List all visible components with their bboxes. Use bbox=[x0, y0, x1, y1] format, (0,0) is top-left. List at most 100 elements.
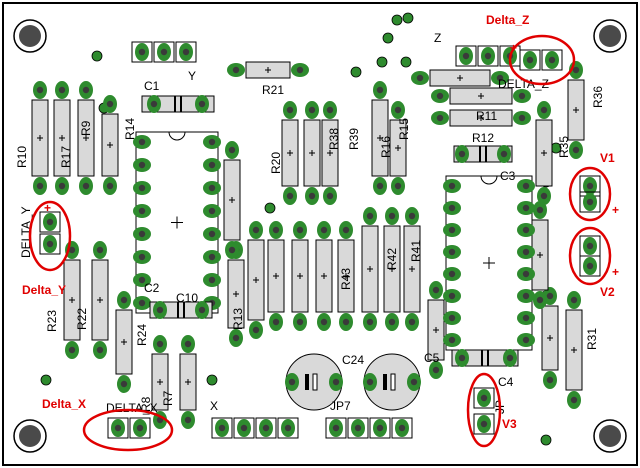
resistor-r19a bbox=[247, 221, 265, 339]
header-delta-x bbox=[107, 417, 151, 439]
label-r42: R42 bbox=[385, 248, 399, 270]
label-jp7: JP7 bbox=[330, 399, 351, 413]
mounting-hole-top-left bbox=[13, 19, 47, 53]
annotation-plus-delta-z: + bbox=[510, 41, 517, 55]
label-c5: C5 bbox=[424, 351, 440, 365]
capacitor-c5 bbox=[451, 349, 519, 367]
resistor-r20 bbox=[281, 101, 299, 205]
label-r11: R11 bbox=[476, 109, 497, 123]
header-delta-y bbox=[39, 211, 61, 255]
capacitor-c1 bbox=[141, 95, 215, 113]
label-z: Z bbox=[434, 31, 441, 45]
annotation-plus-v2: + bbox=[612, 265, 619, 279]
resistor-r40 bbox=[403, 207, 421, 331]
label-r13: R13 bbox=[231, 308, 245, 330]
capacitor-c2 bbox=[149, 301, 213, 319]
mounting-hole-top-right bbox=[593, 19, 627, 53]
resistor-r8 bbox=[151, 335, 169, 429]
resistor-r39 bbox=[321, 101, 339, 205]
mounting-hole-bottom-right bbox=[593, 419, 627, 453]
annotation-plus-delta-y: + bbox=[44, 201, 51, 215]
resistor-r45 bbox=[291, 221, 309, 331]
annotation-v3: V3 bbox=[502, 417, 517, 431]
label-c4: C4 bbox=[498, 375, 514, 389]
label-r38: R38 bbox=[327, 128, 341, 150]
annotation-v2: V2 bbox=[600, 285, 615, 299]
resistor-r24 bbox=[115, 291, 133, 393]
resistor-r16 bbox=[371, 81, 389, 195]
label-r15: R15 bbox=[397, 118, 411, 140]
resistor-r43 bbox=[337, 221, 355, 331]
label-c3: C3 bbox=[500, 169, 516, 183]
annotation-delta-y: Delta_Y bbox=[22, 283, 66, 297]
label-r9: R9 bbox=[79, 120, 93, 136]
highlight-delta-z bbox=[508, 34, 576, 86]
resistor-r14 bbox=[101, 95, 119, 195]
label-r23: R23 bbox=[45, 310, 59, 332]
header-v1 bbox=[579, 175, 601, 213]
label-r24: R24 bbox=[135, 324, 149, 346]
highlight-v1 bbox=[568, 166, 612, 222]
label-r22: R22 bbox=[75, 308, 89, 330]
resistor-r10 bbox=[31, 81, 49, 195]
resistor-r23 bbox=[63, 241, 81, 359]
label-x: X bbox=[210, 399, 218, 413]
resistor-r9 bbox=[77, 81, 95, 195]
mounting-hole-bottom-left bbox=[13, 419, 47, 453]
resistor-r11b bbox=[411, 69, 509, 87]
header-delta-z bbox=[519, 49, 563, 71]
annotation-delta-z: Delta_Z bbox=[486, 13, 529, 27]
capacitor-c24-left bbox=[285, 353, 343, 411]
highlight-v3 bbox=[466, 372, 502, 448]
label-r16: R16 bbox=[379, 136, 393, 158]
label-c2: C2 bbox=[144, 281, 160, 295]
capacitor-c3 bbox=[453, 145, 513, 163]
label-y: Y bbox=[188, 69, 196, 83]
resistor-r42 bbox=[361, 207, 379, 331]
resistor-r21 bbox=[227, 61, 309, 79]
label-r31: R31 bbox=[585, 328, 599, 350]
header-v2 bbox=[579, 235, 601, 277]
resistor-r17 bbox=[53, 81, 71, 195]
resistor-r41 bbox=[383, 207, 401, 331]
label-r39: R39 bbox=[347, 128, 361, 150]
label-r21: R21 bbox=[262, 83, 284, 97]
resistor-r44 bbox=[267, 221, 285, 331]
label-r8: R8 bbox=[139, 396, 153, 412]
label-c1: C1 bbox=[144, 79, 160, 93]
label-r14: R14 bbox=[123, 118, 137, 140]
resistor-r13 bbox=[227, 241, 245, 347]
annotation-v1: V1 bbox=[600, 151, 615, 165]
resistor-r7 bbox=[179, 335, 197, 429]
resistor-r11 bbox=[431, 87, 531, 105]
label-r43: R43 bbox=[339, 268, 353, 290]
resistor-r18a bbox=[223, 141, 241, 259]
capacitor-c24-right bbox=[363, 353, 421, 411]
label-delta-z-silk: DELTA_Z bbox=[498, 77, 549, 91]
label-r36: R36 bbox=[591, 86, 605, 108]
resistor-r38 bbox=[303, 101, 321, 205]
header-jp7 bbox=[325, 417, 413, 439]
label-r17: R17 bbox=[59, 146, 73, 168]
label-r20: R20 bbox=[269, 152, 283, 174]
resistors bbox=[31, 61, 585, 429]
header-v3 bbox=[473, 387, 495, 435]
label-c24: C24 bbox=[342, 353, 364, 367]
resistor-r35 bbox=[535, 101, 553, 205]
annotation-plus-v1: + bbox=[612, 203, 619, 217]
resistor-r30 bbox=[541, 287, 559, 389]
highlight-v2 bbox=[568, 226, 612, 286]
header-y bbox=[131, 41, 197, 63]
resistor-r12 bbox=[431, 109, 531, 127]
resistor-r36 bbox=[567, 61, 585, 159]
label-r7: R7 bbox=[161, 390, 175, 406]
header-x bbox=[211, 417, 299, 439]
label-r41: R41 bbox=[409, 240, 423, 262]
annotation-delta-x: Delta_X bbox=[42, 397, 86, 411]
label-r35: R35 bbox=[557, 136, 571, 158]
resistor-r31 bbox=[565, 291, 583, 409]
highlight-delta-y bbox=[28, 200, 72, 272]
resistor-r22 bbox=[91, 241, 109, 359]
label-c10: C10 bbox=[176, 291, 198, 305]
